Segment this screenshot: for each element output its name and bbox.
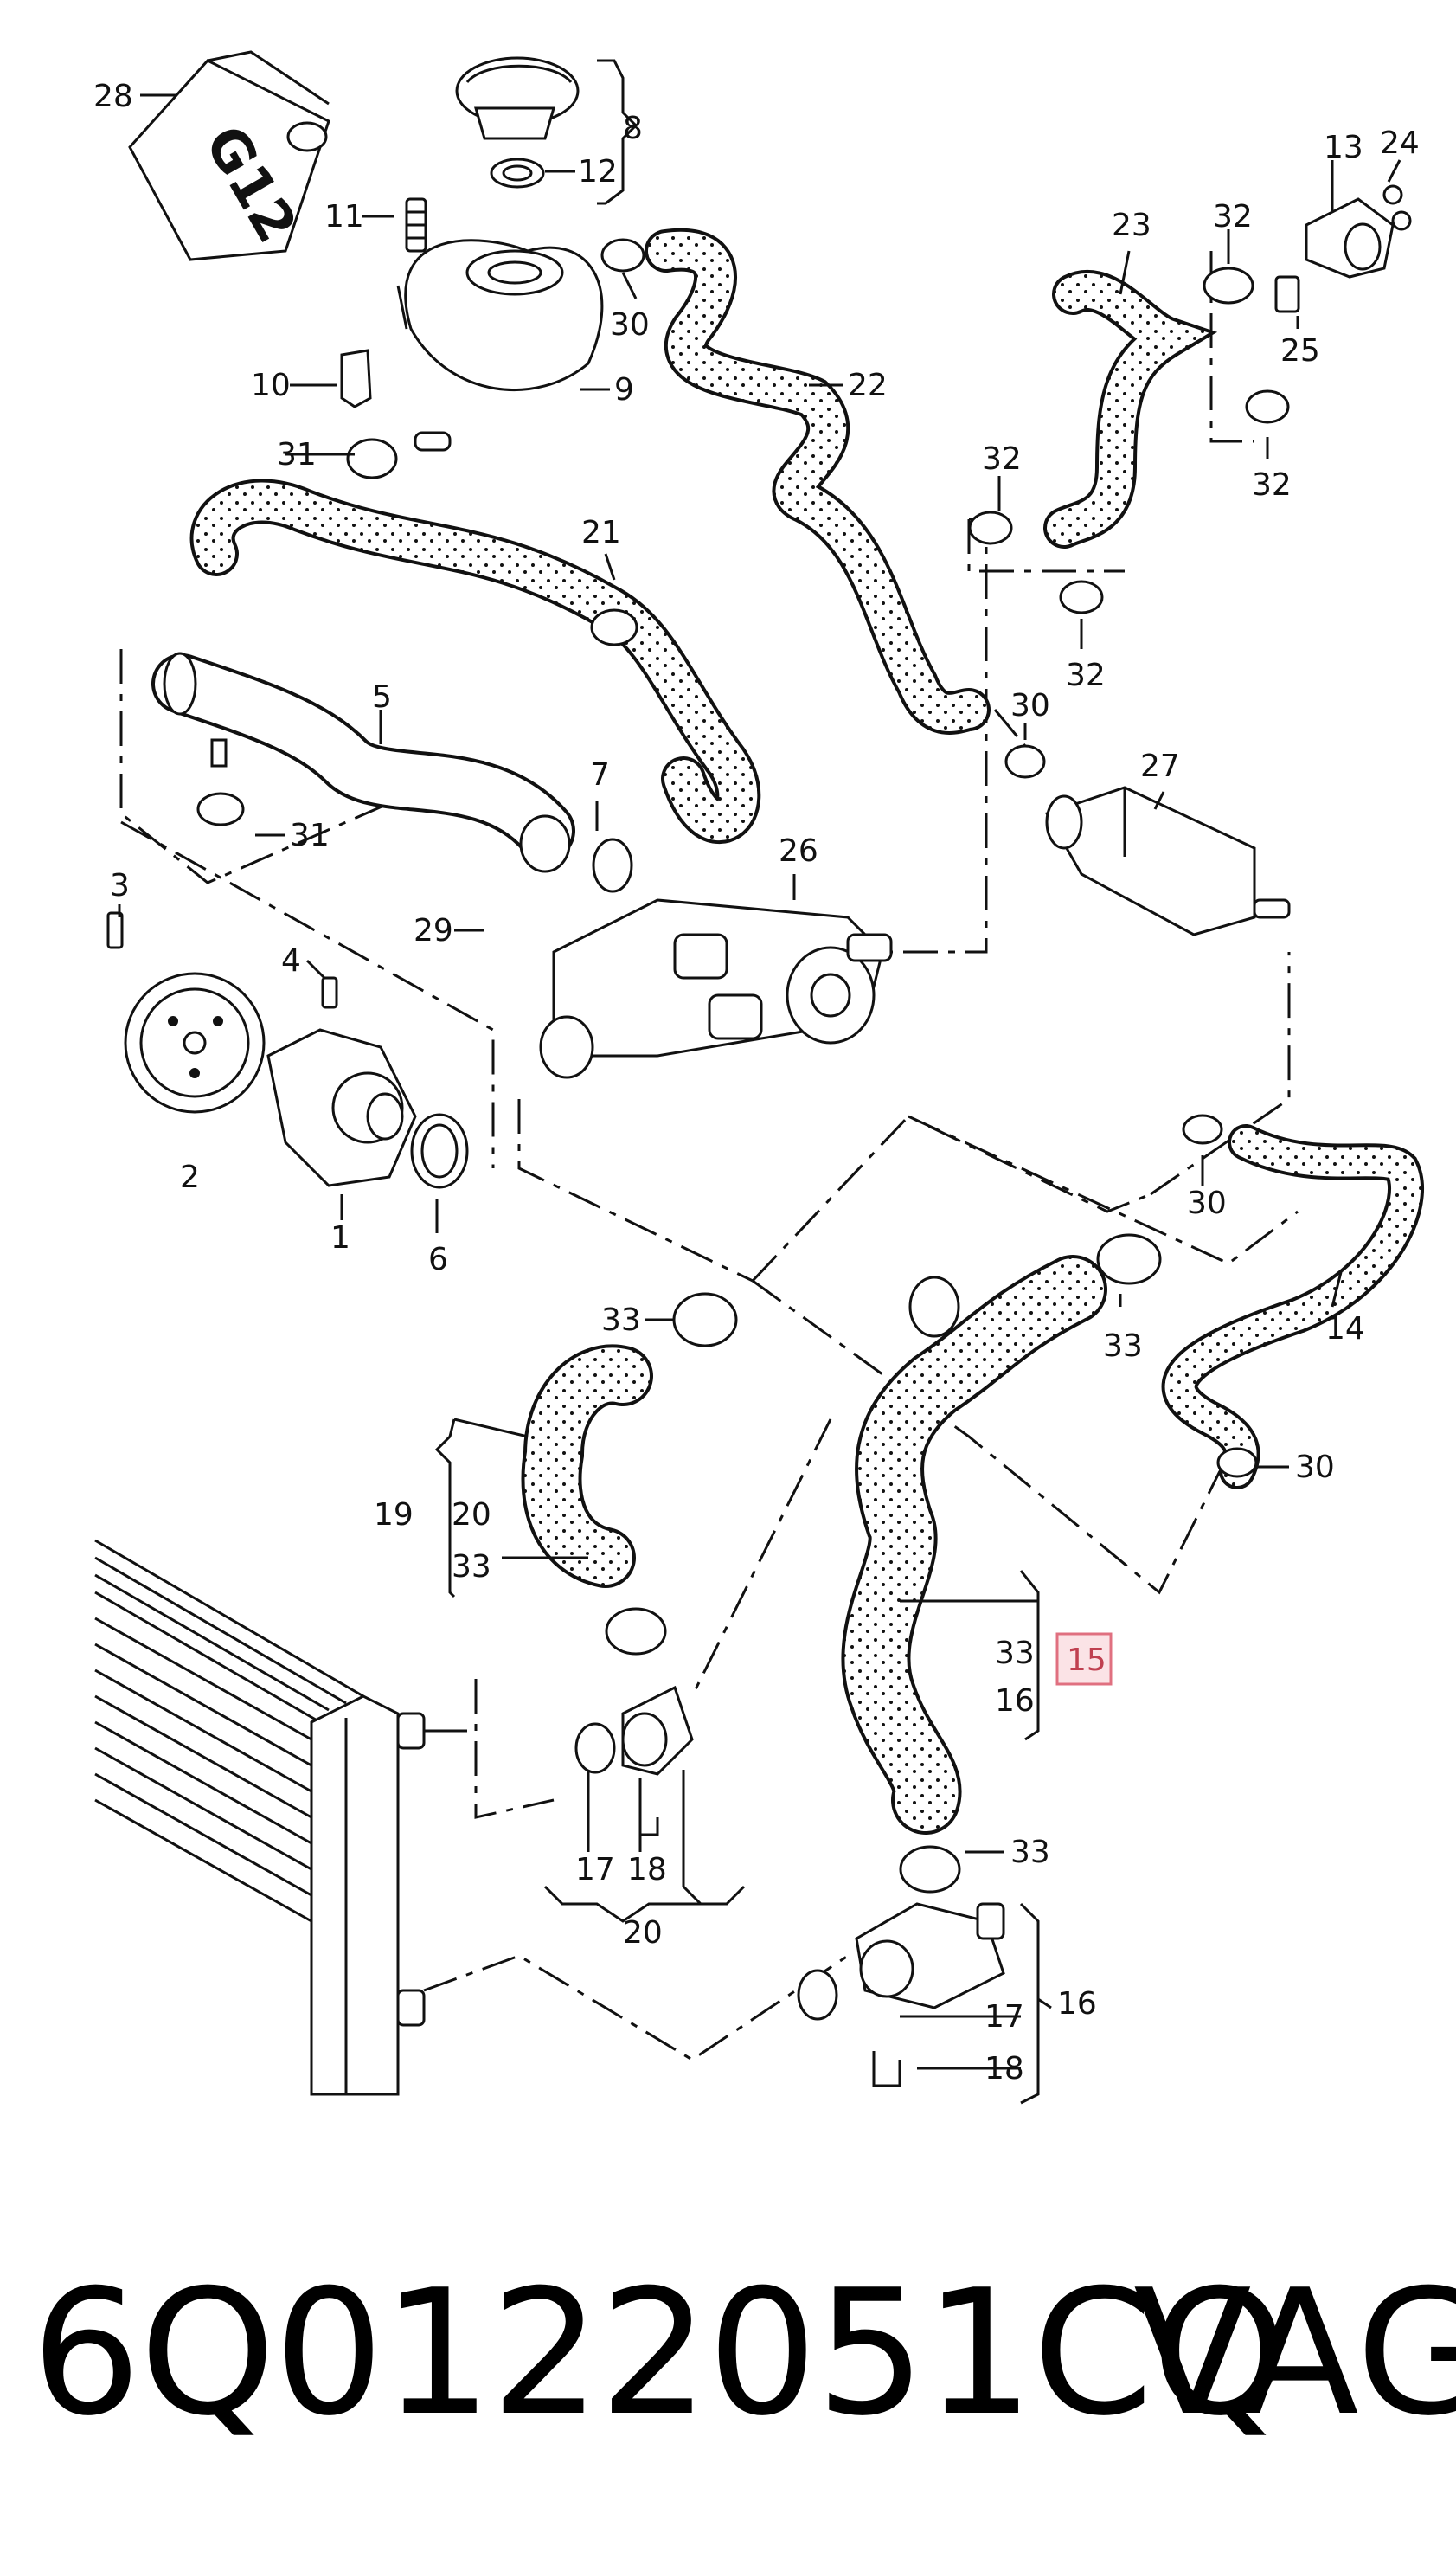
highlight-box <box>1055 1632 1113 1686</box>
part-number: 6Q0122051CQ <box>31 2253 1287 2454</box>
o-rings <box>410 184 1412 2021</box>
callout-9: 9 <box>614 372 634 408</box>
water-pump <box>106 911 417 1187</box>
callout-5: 5 <box>372 679 392 715</box>
callout-23: 23 <box>1112 208 1151 243</box>
callout-8: 8 <box>623 111 643 146</box>
callout-18-b: 18 <box>985 2051 1024 2087</box>
callout-32-d: 32 <box>1066 658 1106 693</box>
callout-14: 14 <box>1325 1311 1365 1347</box>
callout-20-a: 20 <box>452 1497 491 1533</box>
hoses <box>189 228 1424 1835</box>
callout-31-top: 31 <box>277 437 317 473</box>
callout-17-a: 17 <box>575 1852 615 1887</box>
callout-30-lower: 30 <box>1295 1450 1335 1485</box>
callout-22: 22 <box>848 368 888 403</box>
callout-18-a: 18 <box>627 1852 667 1887</box>
coolant-canister: G12 <box>128 50 330 261</box>
callout-33-a: 33 <box>601 1302 641 1338</box>
callout-16-b: 16 <box>1057 1986 1097 2022</box>
lower-connectors <box>621 1685 1005 2087</box>
callout-21: 21 <box>581 515 621 550</box>
callout-1: 1 <box>330 1220 350 1256</box>
callout-3: 3 <box>110 868 130 903</box>
callout-28: 28 <box>93 79 133 114</box>
callout-11: 11 <box>324 199 364 235</box>
callout-15-highlighted: 15 <box>1067 1643 1106 1678</box>
radiator <box>94 1539 467 2096</box>
callout-31-mid: 31 <box>290 818 330 853</box>
callout-19: 19 <box>374 1497 414 1533</box>
callout-32-a: 32 <box>1213 199 1253 235</box>
callout-16-a: 16 <box>995 1683 1035 1719</box>
cooling-system-exploded-diagram: G12 <box>93 50 1424 2105</box>
callout-12: 12 <box>578 154 618 190</box>
coolant-flange <box>539 898 893 1079</box>
callout-25: 25 <box>1280 333 1320 369</box>
callout-30-right: 30 <box>1187 1186 1227 1221</box>
callout-6: 6 <box>428 1242 448 1277</box>
callout-27: 27 <box>1140 749 1180 784</box>
callout-4: 4 <box>281 943 301 979</box>
callout-29: 29 <box>414 913 453 948</box>
callout-26: 26 <box>779 833 818 869</box>
callout-13: 13 <box>1324 130 1363 165</box>
callout-10: 10 <box>251 368 291 403</box>
assembly-lines <box>119 251 1299 2061</box>
callout-24: 24 <box>1380 125 1420 161</box>
callout-32-b: 32 <box>1252 467 1292 503</box>
leader-lines <box>118 59 1401 2105</box>
coolant-pipe <box>151 652 575 873</box>
callout-32-c: 32 <box>982 441 1022 477</box>
callout-33-e: 33 <box>1010 1835 1050 1870</box>
coolant-sensor-housing <box>1044 786 1291 936</box>
callout-labels: 28 8 12 11 10 9 31 30 22 21 13 24 23 32 … <box>93 79 1420 2087</box>
callout-2: 2 <box>180 1160 200 1195</box>
expansion-tank <box>340 56 604 452</box>
hose-clamps <box>196 238 1290 1894</box>
callout-33-b: 33 <box>1103 1328 1143 1364</box>
brand-name: VAG <box>1133 2253 1456 2454</box>
callout-30-top: 30 <box>610 307 650 343</box>
callout-17-b: 17 <box>985 1999 1024 2035</box>
callout-33-d: 33 <box>995 1636 1035 1671</box>
callout-20-b: 20 <box>623 1915 663 1951</box>
callout-30-mid: 30 <box>1010 688 1050 723</box>
callout-33-c: 33 <box>452 1549 491 1585</box>
callout-7: 7 <box>590 757 610 793</box>
connector-piece <box>1274 197 1395 313</box>
